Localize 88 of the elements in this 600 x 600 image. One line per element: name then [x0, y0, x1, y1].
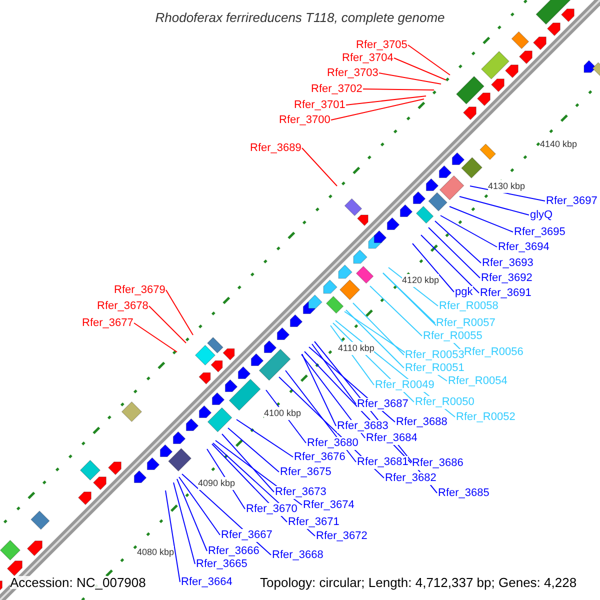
- title: Rhodoferax ferrireducens T118, complete genome: [154, 10, 446, 25]
- gene-label: Rfer_3686: [412, 456, 464, 470]
- gene-label: Rfer_R0055: [423, 330, 482, 342]
- gene-label: Rfer_3684: [366, 432, 418, 444]
- gene-label: Rfer_R0054: [448, 374, 508, 388]
- gene-label: Rfer_3666: [208, 544, 260, 558]
- gene-label: Rfer_3700: [279, 114, 330, 126]
- gene-label: Rfer_3668: [272, 548, 324, 562]
- gene-label: Rfer_3691: [480, 286, 532, 300]
- scale-label: 4090 kbp: [198, 476, 236, 490]
- scale-label: 4100 kbp: [264, 406, 302, 420]
- leader-line: [449, 206, 514, 232]
- gene-label: Rfer_3693: [482, 256, 534, 270]
- leader-line: [312, 344, 356, 404]
- leader-line: [459, 196, 530, 216]
- leader-line: [302, 354, 336, 426]
- gene-label: Rfer_3697: [546, 194, 598, 208]
- gene-label: Rfer_3674: [303, 498, 354, 512]
- gene-label: Rfer_R0058: [439, 300, 498, 312]
- gene-label: Rfer_3683: [337, 420, 388, 432]
- gene-label: Rfer_3667: [221, 528, 272, 542]
- leader-line: [176, 478, 208, 552]
- gene-label: Rfer_3681: [357, 456, 408, 468]
- leader-line: [165, 490, 180, 582]
- gene-label: Rfer_3689: [250, 142, 302, 154]
- gene-label: Rfer_3680: [307, 436, 358, 450]
- gene-label: Rfer_3701: [294, 98, 346, 112]
- gene-label: Rfer_3695: [514, 226, 566, 238]
- gene-label: Rfer_R0052: [456, 410, 516, 424]
- leader-line: [302, 148, 338, 186]
- scale-label: 4080 kbp: [137, 546, 174, 558]
- leader-line: [236, 419, 294, 458]
- leader-line: [346, 96, 426, 106]
- gene-label: Rfer_3665: [196, 558, 248, 570]
- leader-line: [408, 44, 450, 76]
- gene-label: Rfer_3678: [97, 300, 148, 312]
- gene-label: Rfer_3671: [288, 516, 340, 528]
- leader-line: [222, 434, 274, 492]
- leader-line: [352, 302, 404, 356]
- footer-text: Accession: NC_007908: [10, 576, 146, 588]
- gene-label: Rfer_3685: [438, 486, 490, 500]
- leader-line: [428, 227, 480, 278]
- leader-line: [394, 58, 446, 80]
- leader-line: [330, 98, 424, 120]
- gene-label: Rfer_3688: [396, 416, 448, 428]
- gene-label: Rfer_3687: [357, 398, 408, 410]
- gene-label: Rfer_R0057: [436, 316, 496, 330]
- gene-label: Rfer_3694: [498, 240, 550, 254]
- gene-label: pgk: [455, 286, 473, 298]
- leader-line: [434, 220, 482, 264]
- leader-line: [440, 215, 498, 248]
- leader-line: [362, 88, 434, 90]
- gene-label: Rfer_3682: [385, 472, 436, 484]
- gene-label: Rfer_3703: [327, 66, 378, 80]
- leader-line: [166, 290, 194, 336]
- leader-line: [378, 72, 442, 84]
- gene-label: Rfer_3675: [280, 466, 332, 478]
- gene-label: Rfer_3705: [356, 38, 408, 52]
- gene-label: Rfer_3673: [275, 486, 326, 498]
- gene-label: Rfer_3672: [316, 530, 368, 542]
- gene-label: Rfer_3664: [181, 576, 232, 588]
- gene-label: Rfer_3677: [82, 316, 134, 330]
- leader-line: [346, 310, 404, 368]
- leader-line: [134, 322, 178, 352]
- leader-line: [173, 482, 196, 564]
- leader-line: [178, 476, 220, 536]
- gene-label: Rfer_3702: [311, 82, 362, 96]
- scale-label: 4120 kbp: [402, 274, 440, 286]
- gene-label: glyQ: [530, 208, 553, 222]
- gene-label: Rfer_R0051: [405, 362, 464, 374]
- leader-line: [420, 234, 480, 294]
- gene-label: Rfer_3704: [342, 52, 394, 64]
- gene-label: Rfer_3679: [114, 284, 166, 296]
- footer-text: Topology: circular; Length: 4,712,337 bp; Genes: 4,228: [260, 576, 577, 588]
- gene-label: Rfer_R0049: [375, 378, 434, 392]
- scale-label: 4140 kbp: [540, 138, 578, 150]
- leader-line: [412, 243, 454, 292]
- gene-label: Rfer_R0056: [464, 346, 524, 358]
- leader-line: [370, 286, 422, 336]
- gene-label: Rfer_3676: [294, 450, 346, 464]
- scale-label: 4110 kbp: [338, 342, 374, 354]
- leader-line: [228, 428, 280, 472]
- gene-label: Rfer_3670: [246, 502, 298, 516]
- gene-label: Rfer_R0050: [415, 396, 474, 408]
- gene-label: Rfer_3692: [481, 272, 532, 284]
- scale-label: 4130 kbp: [488, 180, 526, 192]
- leader-line: [148, 306, 186, 344]
- gene-label: Rfer_R0053: [405, 348, 464, 362]
